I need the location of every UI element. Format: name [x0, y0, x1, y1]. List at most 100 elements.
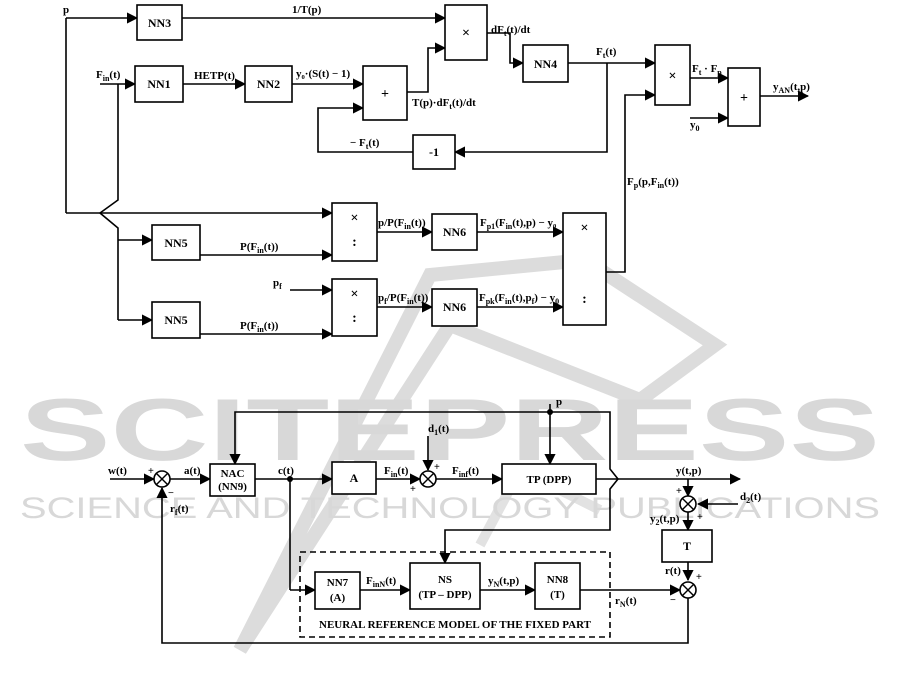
label-d2: d2(t) [740, 491, 761, 505]
block-div3: × : [562, 212, 607, 326]
lower-diagram: NAC (NN9) A TP (DPP) T NN7 (A) NS (TP – … [108, 396, 761, 644]
mult1-symbol: × [462, 26, 470, 41]
block-nn8-label: NN8 [547, 574, 569, 586]
block-nn5a: NN5 [151, 224, 201, 261]
block-nn6b-label: NN6 [443, 300, 466, 314]
block-nn8-sublabel: (T) [550, 589, 565, 601]
label-prod: Ft · Fp [692, 63, 722, 77]
wire-sum-mult [407, 42, 447, 93]
block-nn2: NN2 [244, 65, 293, 103]
label-yan: yAN(t,p) [773, 81, 810, 95]
block-neg1: -1 [412, 134, 456, 170]
block-t: T [661, 529, 713, 563]
wire-ft-neg [453, 63, 608, 158]
wire-neg-sum [317, 102, 413, 153]
wire-feedback [156, 486, 689, 644]
block-nn3-label: NN3 [148, 16, 171, 30]
block-a-label: A [350, 471, 359, 485]
div3-div-symbol: : [582, 292, 587, 307]
wire-fin-branch [98, 84, 119, 320]
label-c: c(t) [278, 465, 294, 477]
label-dft: dFt(t)/dt [491, 24, 531, 38]
label-p-over: p/P(Fin(t)) [378, 217, 426, 231]
block-a: A [331, 461, 377, 495]
label-tdft: T(p)·dFt(t)/dt [412, 97, 476, 111]
label-y: y(t,p) [676, 465, 702, 477]
block-ns: NS (TP – DPP) [409, 562, 481, 610]
div3-mult-symbol: × [581, 221, 589, 236]
block-mult2: × [654, 44, 691, 106]
label-p: p [63, 4, 69, 16]
label-pf: pf [273, 277, 282, 291]
block-nn5b: NN5 [151, 301, 201, 339]
block-nn7-label: NN7 [327, 577, 349, 589]
block-ns-label: NS [438, 574, 452, 586]
block-nn3: NN3 [136, 4, 183, 41]
label-fp1: Fp1(Fin(t),p) − y₀ [480, 217, 557, 231]
block-t-label: T [683, 539, 691, 553]
label-d1: d1(t) [428, 423, 449, 437]
label-fin: Fin(t) [96, 69, 121, 83]
summing-junction-1 [153, 470, 171, 488]
block-div2: × : [331, 278, 378, 337]
block-nac: NAC (NN9) [209, 463, 256, 497]
block-nn2-label: NN2 [257, 77, 280, 91]
label-pf-over: pf/P(Fin(t)) [378, 292, 429, 306]
block-nn4-label: NN4 [534, 57, 557, 71]
label-y2: y2(t,p) [650, 513, 680, 527]
block-nn6a-label: NN6 [443, 225, 466, 239]
block-nn8: NN8 (T) [534, 562, 581, 610]
label-w: w(t) [108, 465, 127, 477]
block-neg1-label: -1 [429, 145, 439, 159]
div1-div-symbol: : [352, 235, 357, 250]
label-fp: Fp(p,Fin(t)) [627, 176, 679, 190]
block-div1: × : [331, 202, 378, 262]
block-nn5b-label: NN5 [164, 313, 187, 327]
label-a: a(t) [184, 465, 201, 477]
label-rf: rf(t) [170, 503, 189, 517]
sign-s2-plus: + [434, 462, 440, 473]
block-mult1: × [444, 4, 488, 61]
block-tp-label: TP (DPP) [527, 474, 572, 486]
label-ft: Ft(t) [596, 46, 617, 60]
wire-fp-mult2 [606, 89, 657, 273]
junction-c [287, 476, 293, 482]
label-pfin1: P(Fin(t)) [240, 241, 279, 255]
div2-div-symbol: : [352, 311, 357, 326]
label-pfin2: P(Fin(t)) [240, 320, 279, 334]
block-nn7: NN7 (A) [314, 571, 361, 610]
block-nn7-sublabel: (A) [330, 592, 346, 604]
block-nn4: NN4 [522, 44, 569, 83]
sign-s3-plus-b: + [697, 512, 703, 523]
junction-p [547, 409, 553, 415]
wire-p-ns [439, 411, 620, 565]
block-tp: TP (DPP) [501, 463, 597, 495]
div1-mult-symbol: × [351, 211, 359, 226]
summing-junction-2 [419, 470, 437, 488]
watermark-title: SCITEPRESS [20, 380, 880, 479]
block-nn6b: NN6 [431, 288, 478, 327]
div2-mult-symbol: × [351, 287, 359, 302]
block-nn1-label: NN1 [147, 77, 170, 91]
mult2-symbol: × [669, 69, 677, 84]
summing-junction-4 [679, 581, 697, 599]
reference-model-box [299, 551, 611, 638]
sign-s1-minus: − [168, 488, 174, 499]
label-reference-model: NEURAL REFERENCE MODEL OF THE FIXED PART [319, 619, 592, 631]
block-ns-sublabel: (TP – DPP) [418, 589, 471, 601]
label-fpk: Fpk(Fin(t),pf) − y0 [479, 292, 559, 306]
label-hetp: HETP(t) [194, 70, 235, 82]
label-finN: FinN(t) [366, 575, 397, 589]
label-neg-ft: − Ft(t) [350, 137, 380, 151]
block-nn5a-label: NN5 [164, 236, 187, 250]
label-r: r(t) [665, 565, 681, 577]
label-finf: Finf(t) [452, 465, 479, 479]
block-sum1: + [362, 65, 408, 121]
sign-s4-plus: + [696, 572, 702, 583]
sign-s1-plus: + [148, 466, 154, 477]
sign-s3-plus: + [676, 486, 682, 497]
label-yN: yN(t,p) [488, 575, 519, 589]
wire-mult-nn4 [487, 32, 525, 69]
label-y0s: y₀·(S(t) − 1) [296, 68, 351, 80]
